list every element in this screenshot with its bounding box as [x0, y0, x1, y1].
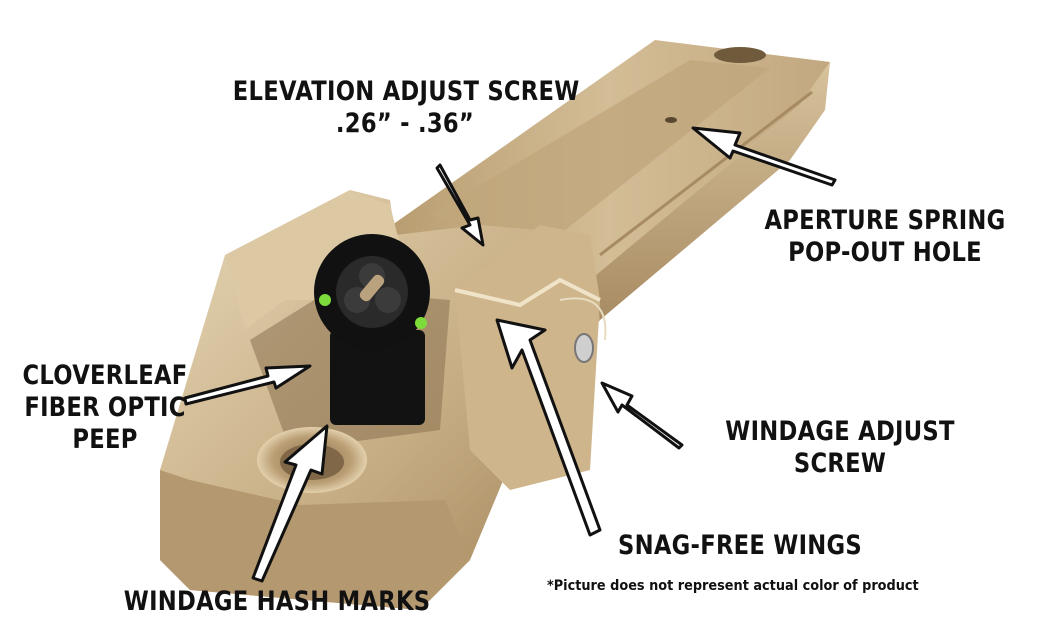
elevation-range: .26” - .36”	[335, 108, 475, 139]
elevation-label: ELEVATION ADJUST SCREW .26” - .36”	[232, 76, 580, 140]
arrow-icon	[600, 381, 684, 450]
windage-screw-line1: WINDAGE ADJUST	[725, 416, 955, 447]
rail-side	[590, 62, 830, 320]
cloverleaf-line2: FIBER OPTIC	[24, 392, 186, 423]
pop-out-hole	[665, 117, 677, 123]
disclaimer-note: *Picture does not represent actual color…	[547, 578, 919, 594]
arrow-icon	[495, 318, 602, 537]
hash-marks-text: WINDAGE HASH MARKS	[123, 586, 431, 617]
aperture-line2: POP-OUT HOLE	[788, 237, 982, 268]
arrow-icon	[251, 424, 329, 583]
windage-screw	[574, 333, 594, 363]
rail-channel	[430, 60, 770, 250]
aperture-label: APERTURE SPRING POP-OUT HOLE	[763, 205, 1007, 269]
windage-screw-line2: SCREW	[793, 448, 887, 479]
rail-hole	[714, 47, 766, 63]
cloverleaf-line3: PEEP	[72, 424, 138, 455]
snag-free-label: SNAG-FREE WINGS	[614, 530, 866, 562]
windage-screw-label: WINDAGE ADJUST SCREW	[714, 416, 966, 480]
left-wing	[225, 190, 400, 330]
arrow-icon	[435, 163, 485, 247]
elevation-title: ELEVATION ADJUST SCREW	[232, 76, 580, 107]
arrow-icon	[691, 126, 837, 187]
cloverleaf-label: CLOVERLEAF FIBER OPTIC PEEP	[17, 360, 193, 456]
cloverleaf-line1: CLOVERLEAF	[22, 360, 188, 391]
fiber-optic-right	[415, 317, 427, 329]
aperture-line1: APERTURE SPRING	[764, 205, 1006, 236]
hash-marks-label: WINDAGE HASH MARKS	[123, 586, 431, 618]
snag-free-text: SNAG-FREE WINGS	[618, 530, 862, 561]
fiber-optic-left	[319, 294, 331, 306]
peep-post	[330, 330, 425, 425]
arrow-icon	[183, 364, 312, 406]
